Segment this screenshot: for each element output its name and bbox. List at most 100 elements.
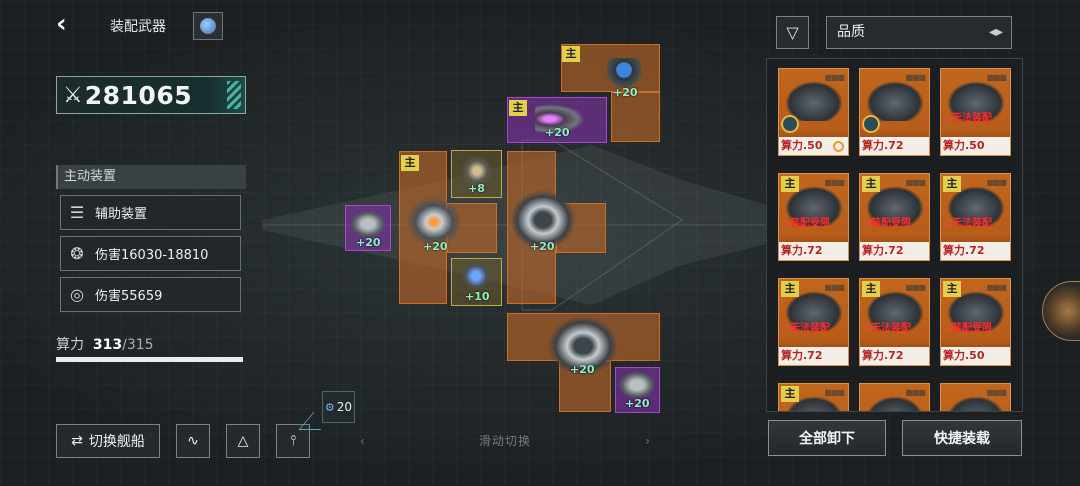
light-cannon-weapon[interactable] (350, 210, 386, 238)
inventory-panel[interactable]: ■■■算力.50■■■算力.72■■■⚠无法装配算力.50■■■主⚠装配受限算力… (766, 58, 1023, 412)
autocannon-weapon[interactable] (548, 316, 618, 376)
compute-title: 算力 (56, 337, 84, 353)
main-tag: 主 (781, 386, 799, 402)
link-bonus-value: 20 (336, 400, 353, 414)
sort-dropdown[interactable]: 品质 ◂▸ (826, 16, 1012, 49)
weapon-card[interactable]: ■■■ (859, 383, 930, 411)
weapon-thumbnail (785, 186, 843, 226)
weapon-card[interactable]: ■■■主⚠装配受限算力.72 (778, 173, 849, 261)
waveform-icon: ∿ (187, 433, 199, 449)
compute-current: 313 (92, 337, 123, 353)
weapon-card[interactable]: ■■■主⚠装配受限算力.72 (859, 173, 930, 261)
plasma-cannon-weapon[interactable] (535, 104, 585, 134)
planet-info-button[interactable] (193, 12, 223, 40)
auxiliary-device-row[interactable]: ☰ 辅助装置 (60, 195, 241, 230)
weapon-thumbnail (866, 291, 924, 331)
compute-cost-label: 算力.72 (779, 347, 848, 365)
warning-icon: ⚠ (943, 218, 952, 229)
compute-progress-bar (56, 357, 243, 362)
triangle-module-button[interactable]: △ (226, 424, 260, 458)
compute-cost-label: 算力.72 (941, 242, 1010, 260)
weapon-card[interactable]: ■■■ 主 (778, 383, 849, 411)
combat-power-box: ⚔ 281065 (56, 76, 246, 114)
share-button[interactable]: ⫯ (276, 424, 310, 458)
link-bonus-badge[interactable]: ⚙ 20 (322, 391, 355, 423)
weapon-card[interactable]: ■■■主⚠无法装配算力.72 (859, 278, 930, 366)
compute-cost-label: 算力.50 (779, 137, 848, 155)
equip-warning: ⚠无法装配 (943, 214, 992, 229)
compute-label: 算力 313/315 (56, 334, 154, 354)
planet-icon (200, 18, 216, 34)
active-device-header: 主动装置 (56, 165, 246, 189)
share-icon: ⫯ (289, 433, 297, 449)
slot-bonus: +8 (468, 182, 485, 195)
equip-warning: ⚠装配受限 (862, 214, 911, 229)
weapon-type-icon (781, 115, 799, 133)
compute-cost-label: 算力.72 (860, 242, 929, 260)
main-tag: 主 (943, 176, 961, 192)
weapon-type-icon (862, 115, 880, 133)
slot-bonus: +10 (465, 290, 490, 303)
auxiliary-device-icon: ☰ (69, 202, 85, 222)
back-chevron-icon[interactable]: ‹ (56, 9, 67, 39)
rarity-dots: ■■■ (986, 283, 1007, 292)
rarity-dots: ■■■ (905, 73, 926, 82)
light-cannon-weapon[interactable] (618, 371, 656, 399)
swipe-right-icon[interactable]: › (645, 433, 650, 448)
weapon-thumbnail (866, 396, 924, 411)
weapon-card[interactable]: ■■■ (940, 383, 1011, 411)
equip-warning: ⚠无法装配 (862, 319, 911, 334)
rarity-dots: ■■■ (986, 178, 1007, 187)
booster-module[interactable] (458, 262, 494, 290)
weapon-thumbnail (785, 81, 843, 121)
weapon-card[interactable]: ■■■ 算力.72 (859, 68, 930, 156)
gear-icon (833, 141, 844, 152)
filter-button[interactable]: ▽ (776, 16, 809, 49)
swipe-hint: ‹ 滑动切换 › (360, 432, 650, 449)
turbine-module[interactable] (458, 156, 496, 186)
equip-warning-text: 无法装配 (951, 113, 992, 124)
shield-generator-weapon[interactable] (605, 58, 643, 88)
weapon-card[interactable]: ■■■主⚠装配受限算力.50 (940, 278, 1011, 366)
main-tag: 主 (862, 281, 880, 297)
weapon-thumbnail (947, 396, 1005, 411)
slot-top-b[interactable] (611, 92, 660, 142)
warning-icon: ⚠ (781, 218, 790, 229)
quick-equip-button[interactable]: 快捷装载 (902, 420, 1022, 456)
slot-bonus: +20 (570, 363, 595, 376)
stripe-decoration (227, 81, 241, 109)
slot-bonus: +20 (625, 397, 650, 410)
crossed-swords-icon: ⚔ (63, 82, 83, 108)
weapon-card[interactable]: ■■■主⚠无法装配算力.72 (778, 278, 849, 366)
weapon-thumbnail (785, 396, 843, 411)
compute-cost-label: 算力.72 (860, 347, 929, 365)
weapon-card[interactable]: ■■■算力.50 (778, 68, 849, 156)
swipe-left-icon[interactable]: ‹ (360, 433, 365, 448)
weapon-card[interactable]: ■■■⚠无法装配算力.50 (940, 68, 1011, 156)
compute-cost-label: 算力.50 (941, 347, 1010, 365)
switch-ship-button[interactable]: ⇄ 切换舰船 (56, 424, 160, 458)
slot-bonus: +20 (530, 240, 555, 253)
filter-icon: ▽ (786, 23, 799, 42)
weapon-card[interactable]: ■■■ 主 ⚠无法装配算力.72 (940, 173, 1011, 261)
rarity-dots: ■■■ (824, 283, 845, 292)
weapon-thumbnail (947, 291, 1005, 331)
damage-range-row[interactable]: ❂ 伤害16030-18810 (60, 236, 241, 271)
main-tag: 主 (781, 176, 799, 192)
gear-icon: ⚙ (324, 400, 335, 414)
main-tag: 主 (401, 155, 419, 171)
damage-icon: ◎ (70, 284, 84, 304)
compute-cost-label: 算力.72 (860, 137, 929, 155)
equip-warning-text: 装配受限 (789, 218, 830, 229)
waveform-button[interactable]: ∿ (176, 424, 210, 458)
equip-warning: ⚠装配受限 (781, 214, 830, 229)
rarity-dots: ■■■ (986, 73, 1007, 82)
rarity-dots: ■■■ (824, 388, 845, 397)
damage-row[interactable]: ◎ 伤害55659 (60, 277, 241, 312)
sort-label: 品质 (837, 24, 865, 40)
equip-warning-text: 装配受限 (951, 323, 992, 334)
heavy-railgun-weapon[interactable] (405, 196, 463, 248)
twin-blaster-weapon[interactable] (510, 190, 576, 250)
unequip-all-button[interactable]: 全部卸下 (768, 420, 886, 456)
equip-warning-text: 无法装配 (789, 323, 830, 334)
